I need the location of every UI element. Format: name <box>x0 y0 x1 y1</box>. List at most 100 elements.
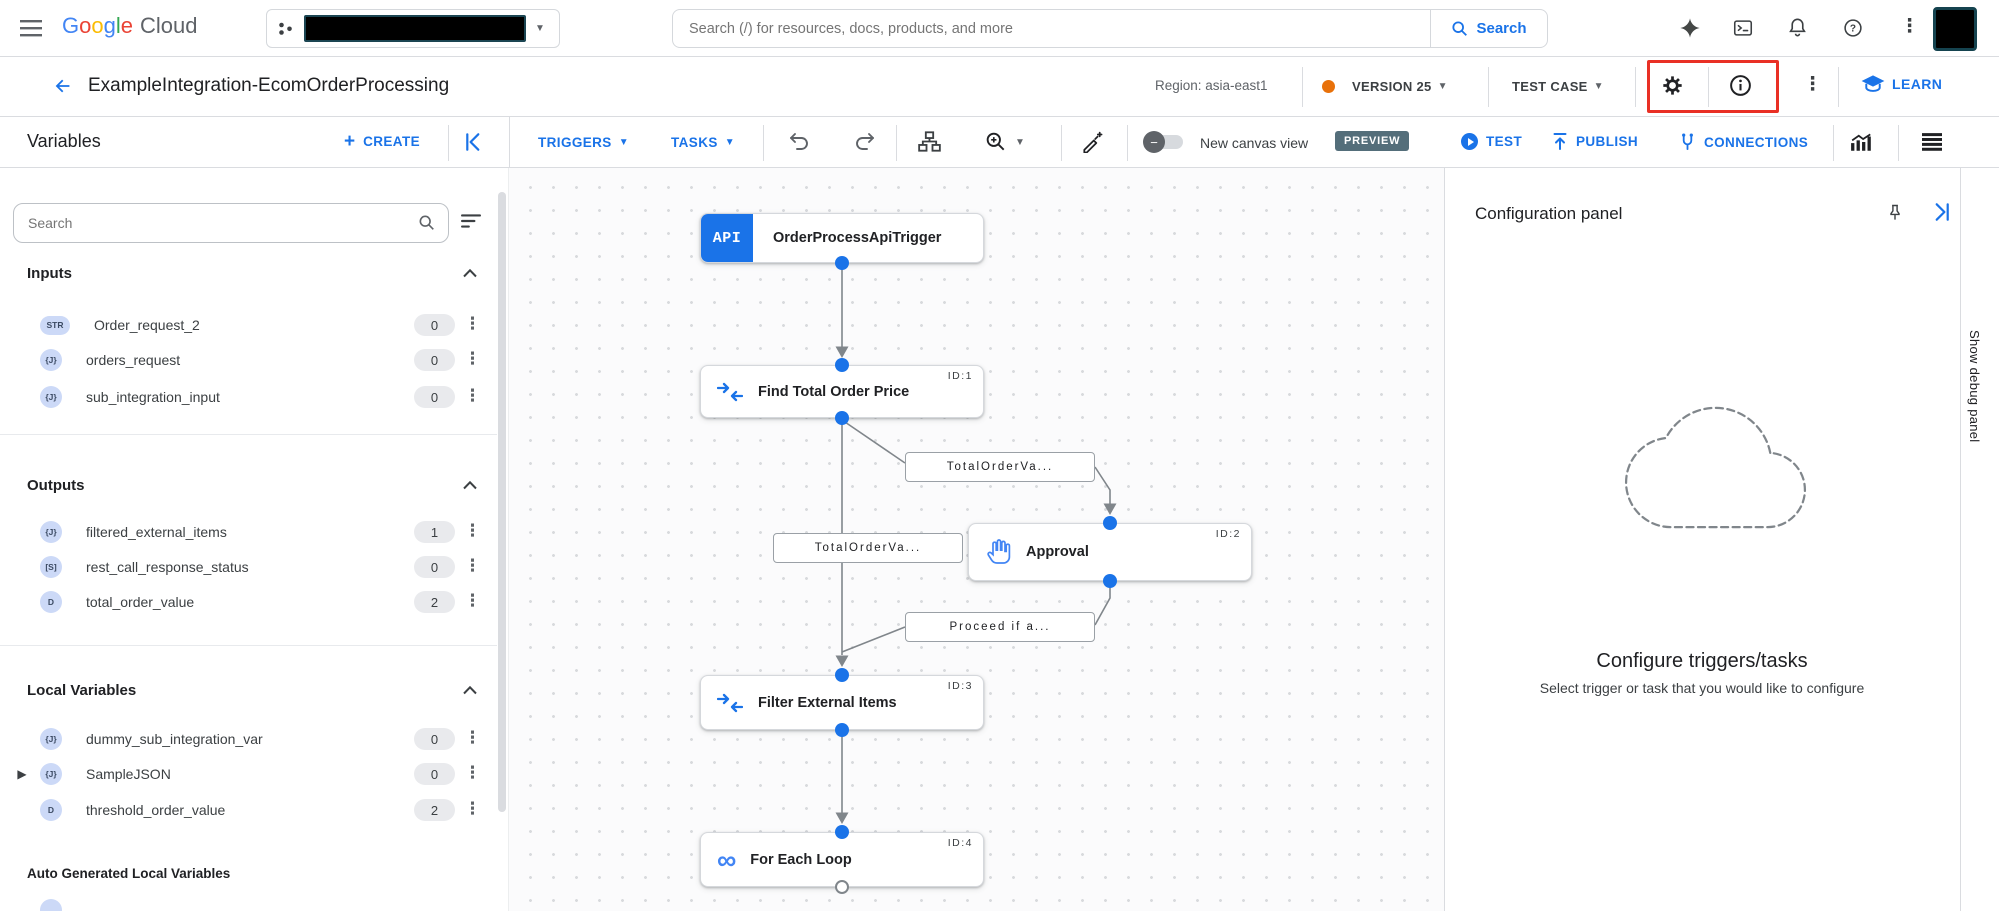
create-label: CREATE <box>363 134 421 149</box>
learn-button[interactable]: LEARN <box>1860 73 1942 95</box>
editor-toolbar: Variables + CREATE TRIGGERS ▼ TASKS ▼ <box>0 117 1999 167</box>
main-menu-icon[interactable] <box>20 17 44 39</box>
connections-button[interactable]: CONNECTIONS <box>1678 132 1808 152</box>
chevron-down-icon: ▼ <box>1437 80 1448 92</box>
chevron-down-icon: ▼ <box>618 137 629 148</box>
type-badge-json: {J} <box>40 728 62 750</box>
user-avatar[interactable] <box>1933 7 1977 51</box>
variable-row[interactable]: [S] rest_call_response_status 0 ⋮ <box>0 550 497 584</box>
preview-badge: PREVIEW <box>1335 131 1410 151</box>
test-case-selector[interactable]: TEST CASE ▼ <box>1512 70 1604 102</box>
zoom-in-icon <box>985 131 1007 153</box>
execution-log-list-icon[interactable] <box>1922 133 1942 151</box>
settings-gear-icon[interactable] <box>1660 73 1685 98</box>
variable-row[interactable]: D threshold_order_value 2 ⋮ <box>0 793 497 827</box>
integration-header: ExampleIntegration-EcomOrderProcessing R… <box>0 57 1999 116</box>
redo-icon[interactable] <box>854 132 876 152</box>
info-icon[interactable] <box>1728 73 1753 98</box>
filter-sort-icon[interactable] <box>461 213 481 229</box>
usage-count-badge: 0 <box>414 763 455 785</box>
notifications-bell-icon[interactable] <box>1786 16 1809 39</box>
variable-row[interactable]: D total_order_value 2 ⋮ <box>0 585 497 619</box>
magic-edit-icon[interactable] <box>1081 131 1103 153</box>
task-node-for-each-loop[interactable]: ID:4 ∞ For Each Loop <box>700 832 984 887</box>
header-more-icon[interactable]: ⋮ <box>1803 74 1822 95</box>
global-search-input[interactable] <box>673 10 1430 47</box>
new-canvas-view-toggle[interactable]: − <box>1143 130 1187 154</box>
row-menu-icon[interactable]: ⋮ <box>464 314 481 333</box>
connector-dot[interactable] <box>1103 516 1117 530</box>
approval-hand-icon <box>987 539 1011 565</box>
row-menu-icon[interactable]: ⋮ <box>464 521 481 540</box>
section-title-auto-generated: Auto Generated Local Variables <box>27 866 231 881</box>
row-menu-icon[interactable]: ⋮ <box>464 763 481 782</box>
edge-label[interactable]: TotalOrderVa... <box>773 533 963 563</box>
cloud-shell-icon[interactable] <box>1732 17 1754 39</box>
variable-name: total_order_value <box>86 594 195 610</box>
show-debug-panel-button[interactable]: Show debug panel <box>1967 330 1982 443</box>
connections-icon <box>1678 132 1697 152</box>
pin-icon[interactable] <box>1885 202 1905 224</box>
variable-row[interactable]: STR Order_request_2 0 ⋮ <box>0 308 497 342</box>
edge-label[interactable]: Proceed if a... <box>905 612 1095 642</box>
collapse-chevron-icon[interactable] <box>462 685 478 695</box>
zoom-control[interactable]: ▼ <box>985 131 1025 153</box>
variable-row[interactable]: {J} orders_request 0 ⋮ <box>0 343 497 377</box>
row-menu-icon[interactable]: ⋮ <box>464 556 481 575</box>
global-search-button[interactable]: Search <box>1430 10 1547 47</box>
triggers-menu[interactable]: TRIGGERS ▼ <box>538 135 629 150</box>
help-icon[interactable]: ? <box>1842 17 1864 39</box>
connector-dot[interactable] <box>1103 574 1117 588</box>
expand-arrow-icon[interactable]: ▶ <box>17 767 27 781</box>
collapse-panel-icon[interactable] <box>464 132 486 152</box>
version-selector[interactable]: VERSION 25 ▼ <box>1322 70 1448 102</box>
publish-button[interactable]: PUBLISH <box>1551 132 1638 151</box>
tasks-menu[interactable]: TASKS ▼ <box>671 135 735 150</box>
back-arrow-icon[interactable] <box>52 75 74 97</box>
collapse-chevron-icon[interactable] <box>462 480 478 490</box>
api-trigger-badge: API <box>701 214 753 262</box>
connector-dot[interactable] <box>835 723 849 737</box>
type-badge-json: {J} <box>40 386 62 408</box>
variable-row[interactable]: {J} filtered_external_items 1 ⋮ <box>0 515 497 549</box>
gemini-icon[interactable] <box>1679 17 1701 39</box>
test-button[interactable]: TEST <box>1461 133 1522 150</box>
task-node-filter-external-items[interactable]: ID:3 Filter External Items <box>700 675 984 730</box>
sidebar-scrollbar[interactable] <box>498 192 506 812</box>
task-node-approval[interactable]: ID:2 Approval <box>968 523 1252 581</box>
connector-dot[interactable] <box>835 358 849 372</box>
collapse-panel-right-icon[interactable] <box>1929 202 1951 222</box>
empty-state-heading: Configure triggers/tasks <box>1596 650 1808 672</box>
more-options-icon[interactable]: ⋮ <box>1900 16 1919 37</box>
analytics-chart-icon[interactable] <box>1850 132 1873 152</box>
node-title: For Each Loop <box>750 851 852 868</box>
collapse-chevron-icon[interactable] <box>462 268 478 278</box>
row-menu-icon[interactable]: ⋮ <box>464 728 481 747</box>
undo-icon[interactable] <box>788 132 810 152</box>
project-selector[interactable]: ▼ <box>266 9 560 48</box>
type-badge-string-array: [S] <box>40 556 62 578</box>
logo-google-word: Google <box>62 13 134 38</box>
google-cloud-logo: Google Cloud <box>62 13 198 39</box>
auto-layout-icon[interactable] <box>918 131 941 152</box>
create-variable-button[interactable]: + CREATE <box>344 132 420 151</box>
usage-count-badge: 2 <box>414 591 455 613</box>
test-case-label: TEST CASE <box>1512 78 1588 94</box>
task-node-find-total-order-price[interactable]: ID:1 Find Total Order Price <box>700 365 984 418</box>
row-menu-icon[interactable]: ⋮ <box>464 349 481 368</box>
connector-dot[interactable] <box>835 825 849 839</box>
row-menu-icon[interactable]: ⋮ <box>464 386 481 405</box>
row-menu-icon[interactable]: ⋮ <box>464 591 481 610</box>
variable-row[interactable]: ▶ {J} SampleJSON 0 ⋮ <box>0 757 497 791</box>
variable-row[interactable]: {J} sub_integration_input 0 ⋮ <box>0 380 497 414</box>
variables-search-input[interactable] <box>14 204 418 242</box>
row-menu-icon[interactable]: ⋮ <box>464 799 481 818</box>
trigger-node-order-process-api[interactable]: API OrderProcessApiTrigger <box>700 213 984 263</box>
connector-dot[interactable] <box>835 668 849 682</box>
connector-dot[interactable] <box>835 256 849 270</box>
variable-row[interactable]: {J} dummy_sub_integration_var 0 ⋮ <box>0 722 497 756</box>
edge-label[interactable]: TotalOrderVa... <box>905 452 1095 482</box>
connector-dot[interactable] <box>835 411 849 425</box>
connector-dot-end[interactable] <box>835 880 849 894</box>
variables-panel-title: Variables <box>27 131 101 151</box>
